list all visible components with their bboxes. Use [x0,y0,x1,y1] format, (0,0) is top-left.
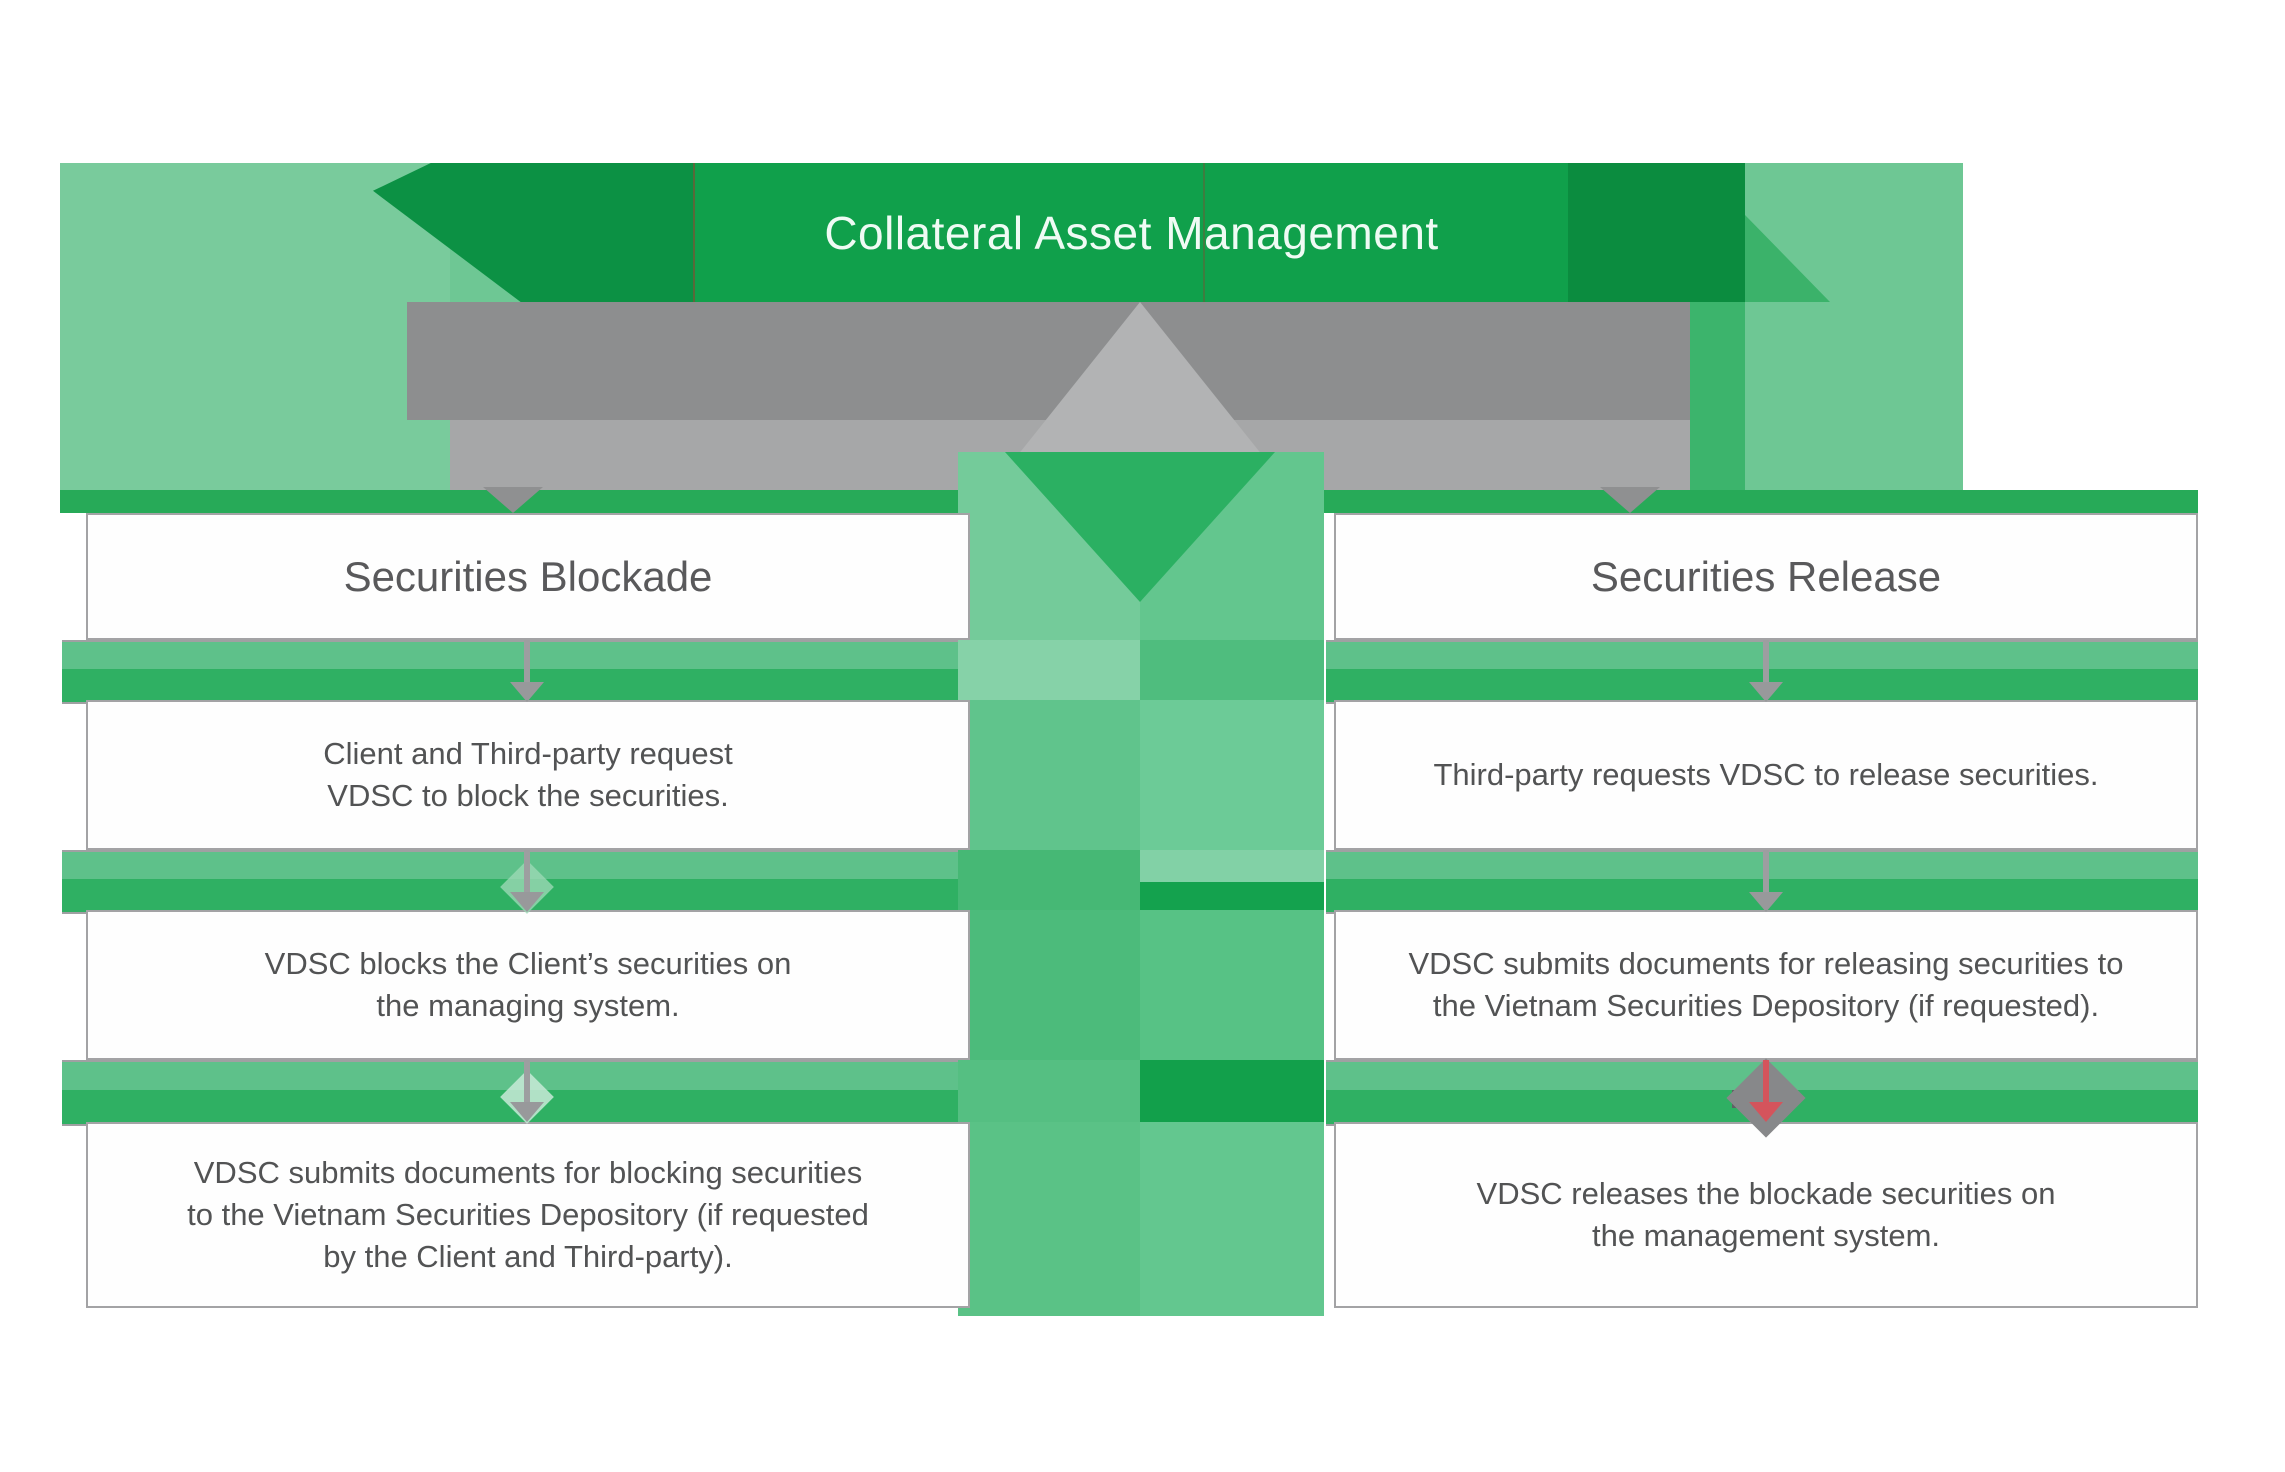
down-arrow-icon [507,850,547,914]
banner-background-light [60,163,450,490]
center-strip [1140,850,1324,882]
step-text: VDSC submits documents for blocking secu… [187,1155,869,1274]
step-text: VDSC blocks the Client’s securities on t… [264,946,792,1023]
step-box: VDSC blocks the Client’s securities on t… [86,910,970,1060]
center-strip [1140,1060,1324,1122]
step-text: VDSC releases the blockade securities on… [1476,1176,2056,1253]
column-header-label: Securities Release [1590,552,1942,600]
center-strip [1140,640,1324,700]
center-strip [1140,882,1324,910]
center-strip [1140,910,1324,1060]
step-box: VDSC submits documents for releasing sec… [1334,910,2198,1060]
step-text: Third-party requests VDSC to release sec… [1433,757,2099,792]
step-box: VDSC submits documents for blocking secu… [86,1122,970,1308]
page-title: Collateral Asset Management [824,206,1439,259]
step-text: VDSC submits documents for releasing sec… [1408,946,2124,1023]
center-strip [1140,700,1324,850]
down-arrow-icon [507,1060,547,1124]
title-box: Collateral Asset Management [693,163,1568,302]
banner-dark-block-right [1566,163,1745,302]
center-strip [958,1060,1140,1122]
down-arrow-icon [1746,640,1786,704]
column-header-release: Securities Release [1334,513,2198,640]
split-arrow-body [407,302,1690,420]
center-strip [958,850,1140,910]
column-header-label: Securities Blockade [343,552,713,600]
down-arrow-red-icon [1746,1060,1786,1124]
center-strip [1140,1122,1324,1316]
banner-seam-line [1203,163,1205,302]
step-text: Client and Third-party request VDSC to b… [323,736,733,813]
step-box: Client and Third-party request VDSC to b… [86,700,970,850]
center-strip [958,640,1140,700]
banner-green-strip-right [1690,302,1745,490]
green-divider-right [1324,490,2198,513]
step-box: VDSC releases the blockade securities on… [1334,1122,2198,1308]
center-strip [958,1122,1140,1316]
step-box: Third-party requests VDSC to release sec… [1334,700,2198,850]
down-arrow-icon [507,640,547,704]
down-arrow-icon [1746,850,1786,914]
center-strip [958,910,1140,1060]
center-strip [958,700,1140,850]
column-header-blockade: Securities Blockade [86,513,970,640]
